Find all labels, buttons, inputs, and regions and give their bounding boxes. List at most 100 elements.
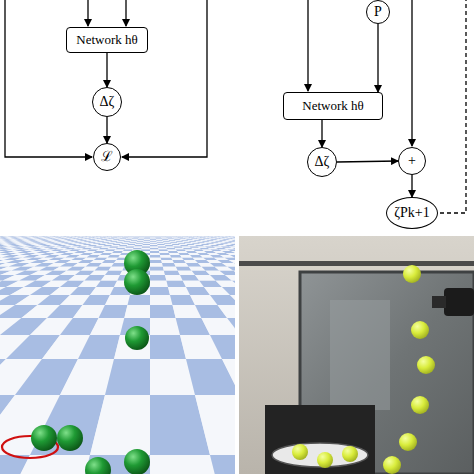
- floor-tile: [117, 241, 125, 242]
- floor-tile: [136, 242, 143, 243]
- floor-tile: [167, 249, 177, 251]
- floor-tile: [133, 248, 142, 250]
- floor-tile: [215, 236, 222, 237]
- floor-tile: [210, 455, 235, 474]
- floor-tile: [181, 236, 187, 237]
- floor-tile: [207, 236, 214, 237]
- process-box: Network hθ: [283, 92, 383, 120]
- ball: [31, 425, 57, 451]
- floor-tile: [6, 236, 15, 237]
- floor-tile: [178, 243, 186, 244]
- process-box: Network hθ: [66, 27, 148, 53]
- floor-tile: [128, 236, 134, 237]
- floor-tile: [143, 244, 151, 245]
- floor-tile: [162, 263, 176, 266]
- floor-tile: [127, 237, 133, 239]
- floor-tile: [138, 237, 144, 239]
- floor-tile: [160, 236, 166, 237]
- floor-tile: [232, 281, 235, 288]
- floor-tile: [230, 236, 235, 237]
- floor-tile: [111, 263, 126, 266]
- floor-tile: [150, 236, 156, 237]
- feedback-line: [440, 0, 466, 213]
- floor-tile: [63, 236, 70, 237]
- floor-tile: [117, 236, 123, 237]
- floor-tile: [150, 236, 155, 237]
- floor-tile: [150, 248, 159, 250]
- separator: [235, 236, 239, 474]
- floor-tile: [173, 245, 182, 246]
- tennis-ball: [317, 452, 333, 468]
- floor-tile: [83, 236, 90, 237]
- floor-tile: [227, 241, 235, 242]
- basket-frame: [265, 405, 375, 474]
- floor-tile: [119, 236, 125, 237]
- floor-tile: [137, 241, 144, 242]
- floor-tile: [162, 239, 169, 241]
- target-line: [5, 0, 92, 157]
- floor-tile: [109, 242, 117, 243]
- node-label: ℒ: [101, 149, 113, 164]
- floor-tile: [225, 236, 232, 237]
- floor-tile: [107, 243, 116, 244]
- floor-tile: [78, 335, 120, 359]
- target-line: [122, 0, 207, 157]
- floor-tile: [145, 236, 150, 237]
- floor-tile: [150, 255, 161, 257]
- floor-tile: [217, 236, 224, 237]
- floor-tile: [166, 248, 175, 250]
- floor-tile: [114, 236, 120, 237]
- floor-tile: [163, 266, 178, 270]
- floor-tile: [164, 244, 172, 245]
- wire: [5, 0, 466, 213]
- state-ellipse: ζPk+1: [386, 197, 438, 229]
- floor-tile: [135, 236, 140, 237]
- floor-tile: [169, 253, 180, 255]
- operator-circle: P: [366, 0, 390, 24]
- floor-tile: [137, 239, 144, 241]
- floor-tile: [150, 257, 161, 260]
- floor-tile: [110, 241, 118, 242]
- floor-tile: [90, 318, 124, 335]
- floor-tile: [158, 248, 167, 250]
- floor-tile: [113, 244, 122, 245]
- floor-tile: [212, 236, 219, 237]
- basket-net: [272, 443, 368, 467]
- floor-tile: [27, 236, 35, 237]
- floor-tile: [139, 236, 145, 237]
- floor-tile: [164, 270, 180, 275]
- floor-tile: [231, 251, 235, 253]
- floor-tile: [141, 248, 150, 250]
- floor-tile: [105, 244, 114, 245]
- floor-tile: [124, 305, 150, 318]
- floor-tile: [155, 236, 161, 237]
- floor-tile: [127, 245, 136, 246]
- floor-tile: [138, 239, 144, 241]
- floor-tile: [228, 246, 235, 247]
- floor-tile: [108, 236, 114, 237]
- floor-tile: [201, 236, 208, 237]
- floor-tile: [93, 236, 100, 237]
- floor-tile: [229, 260, 235, 263]
- floor-tile: [150, 253, 160, 255]
- tennis-ball: [411, 396, 429, 414]
- floor-tile: [156, 239, 162, 241]
- floor-tile: [96, 281, 117, 288]
- floor-tile: [227, 236, 235, 237]
- floor-tile: [171, 257, 184, 260]
- floor-tile: [225, 275, 235, 281]
- floor-tile: [118, 236, 124, 237]
- floor-tile: [150, 238, 156, 240]
- robot-gripper: [432, 296, 446, 308]
- floor-tile: [150, 275, 166, 281]
- floor-tile: [129, 236, 135, 237]
- floor-tile: [105, 257, 118, 260]
- floor-tile: [167, 237, 173, 239]
- flow-arrow: [106, 117, 107, 143]
- floor-tile: [220, 236, 227, 237]
- floor-tile: [234, 263, 235, 266]
- floor-tile: [219, 270, 235, 275]
- node-label: +: [408, 153, 416, 168]
- floor-tile: [150, 266, 164, 270]
- floor-tile: [159, 249, 168, 251]
